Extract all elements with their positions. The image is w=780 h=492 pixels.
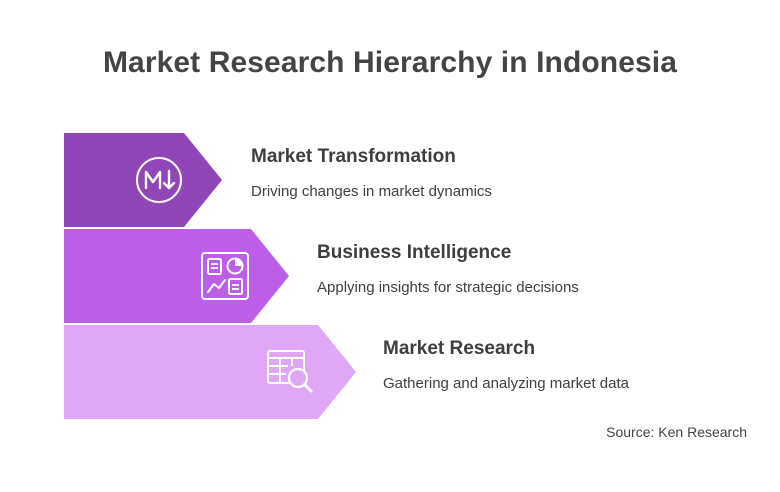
tier-shape	[64, 133, 222, 227]
tier-market-research: Market Research Gathering and analyzing …	[64, 325, 704, 419]
tier-description: Applying insights for strategic decision…	[317, 279, 579, 296]
m-down-arrow-circle-icon	[135, 156, 183, 204]
dashboard-icon	[201, 252, 249, 300]
tier-heading: Market Research	[383, 338, 536, 359]
table-search-icon	[266, 348, 314, 396]
tier-description: Driving changes in market dynamics	[251, 183, 492, 200]
tier-heading: Business Intelligence	[317, 242, 512, 263]
tier-shape	[64, 325, 356, 419]
tier-heading: Market Transformation	[251, 146, 456, 167]
tier-business-intelligence: Business Intelligence Applying insights …	[64, 229, 664, 323]
tier-market-transformation: Market Transformation Driving changes in…	[64, 133, 624, 227]
source-note: Source: Ken Research	[606, 424, 747, 440]
tier-description: Gathering and analyzing market data	[383, 375, 629, 392]
tier-shape	[64, 229, 289, 323]
diagram-title: Market Research Hierarchy in Indonesia	[102, 46, 678, 79]
